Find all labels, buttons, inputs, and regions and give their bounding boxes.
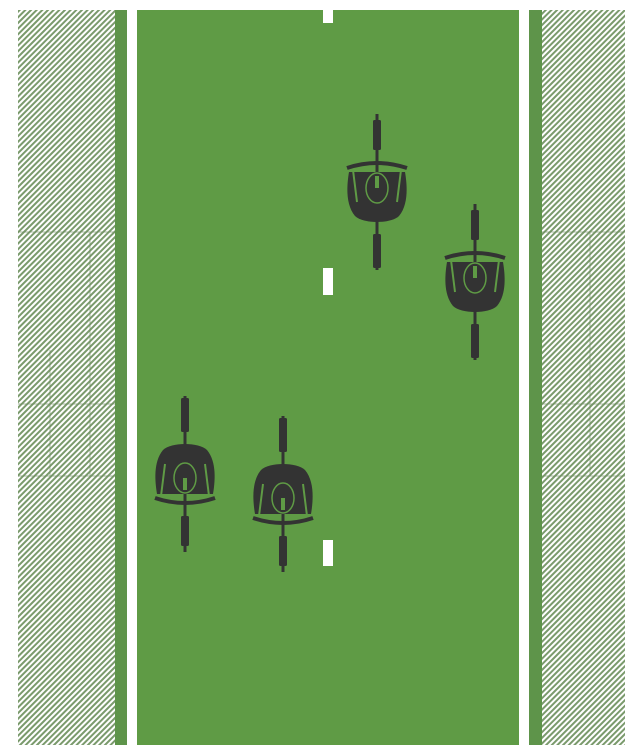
center-dash [323, 268, 333, 295]
right-verge-green-strip [529, 10, 542, 745]
left-verge [18, 10, 115, 745]
center-dash [323, 540, 333, 566]
left-edge-line [127, 10, 137, 745]
left-verge-green-strip [115, 10, 127, 745]
right-verge [542, 10, 625, 745]
right-edge-line [519, 10, 529, 745]
lane-surface [137, 10, 519, 745]
center-dash [323, 10, 333, 23]
